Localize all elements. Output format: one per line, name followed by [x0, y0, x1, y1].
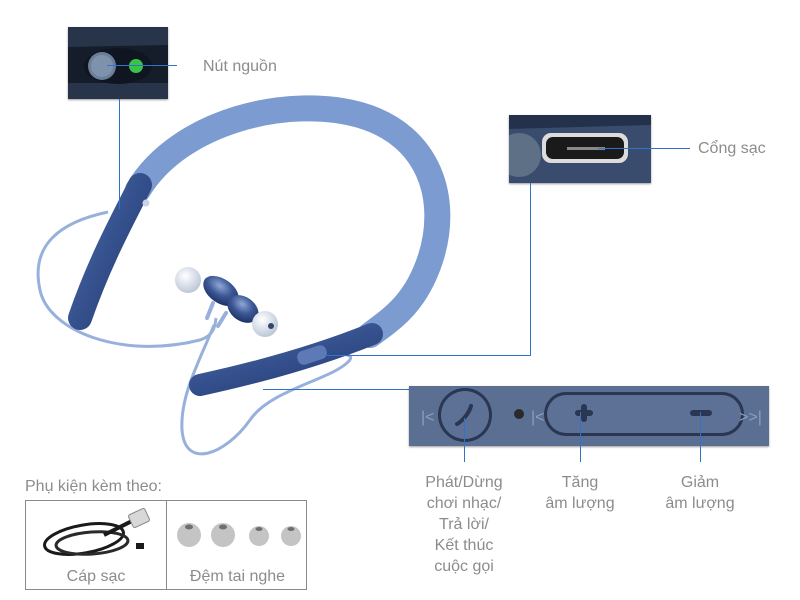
charging-leader-vertical — [530, 183, 531, 356]
power-leader-horizontal — [107, 65, 177, 66]
svg-text:>>|: >>| — [739, 409, 762, 426]
accessories-box: Cáp sạc Đệm tai nghe — [25, 500, 307, 590]
svg-text:|<: |< — [421, 409, 435, 426]
power-button-label: Nút nguồn — [203, 58, 277, 75]
charging-port-label: Cổng sạc — [698, 140, 766, 157]
volume-up-leader — [580, 412, 581, 462]
cable-label: Cáp sạc — [66, 568, 126, 585]
ear-tips-label: Đệm tai nghe — [189, 568, 286, 585]
controls-leader — [263, 389, 410, 390]
power-button-closeup — [68, 27, 168, 99]
charging-leader-horizontal — [598, 148, 690, 149]
ear-tips-icon — [177, 523, 301, 547]
play-pause-leader — [464, 418, 465, 462]
accessories-title: Phụ kiện kèm theo: — [25, 478, 162, 495]
volume-up-label: Tăng âm lượng — [545, 474, 615, 512]
accessory-ear-tips: Đệm tai nghe — [167, 501, 306, 589]
play-pause-label: Phát/Dừng chơi nhạc/ Trả lời/ Kết thúc c… — [425, 474, 503, 575]
power-leader-vertical — [119, 99, 120, 209]
volume-down-leader — [700, 412, 701, 462]
accessory-cable: Cáp sạc — [26, 501, 167, 589]
charging-port-closeup — [509, 115, 651, 183]
charging-leader-to-device — [325, 355, 531, 356]
usb-cable-icon — [43, 508, 150, 556]
volume-down-label: Giảm âm lượng — [665, 474, 735, 512]
controls-closeup: |< |<< >>| — [409, 386, 769, 446]
